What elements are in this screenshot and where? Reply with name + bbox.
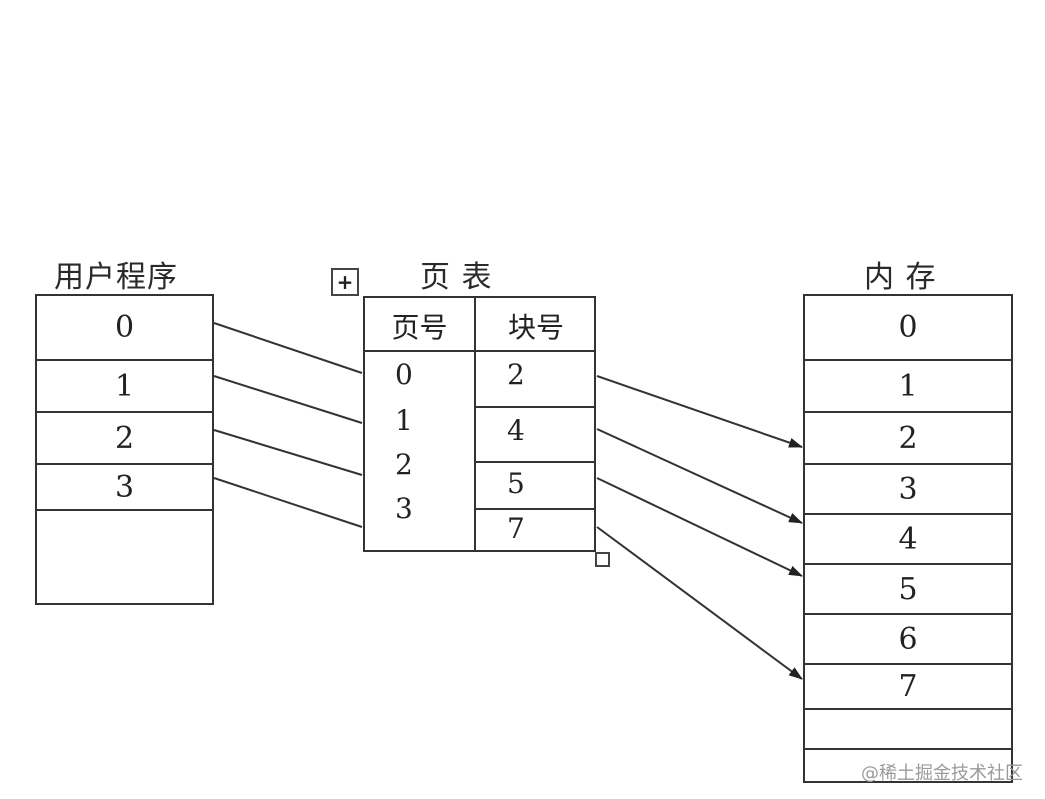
table-to-memory-arrow [596,526,803,680]
user-program-row: 1 [37,361,212,413]
resize-handle-icon[interactable] [595,552,610,567]
move-handle-icon[interactable]: + [331,268,359,296]
block-number-header: 块号 [507,311,564,344]
memory-box: 0 1 2 3 4 5 6 7 [803,294,1013,783]
memory-row: 0 [805,296,1011,361]
user-program-row: 3 [37,465,212,511]
memory-row: 5 [805,565,1011,615]
program-to-table-line [213,429,363,476]
program-to-table-line [213,375,363,424]
page-number-header: 页号 [391,311,448,344]
user-program-box: 0 1 2 3 [35,294,214,605]
user-program-row: 2 [37,413,212,465]
page-number: 2 [395,448,413,481]
memory-row: 2 [805,413,1011,465]
memory-row: 1 [805,361,1011,413]
table-to-memory-arrow [596,375,803,448]
block-number: 5 [507,467,525,500]
memory-row: 7 [805,665,1011,710]
user-program-title: 用户程序 [54,260,178,295]
page-number: 3 [395,492,413,525]
program-to-table-line [213,322,363,374]
memory-row [805,710,1011,750]
memory-row: 3 [805,465,1011,515]
memory-row: 4 [805,515,1011,565]
table-to-memory-arrow [596,428,803,524]
watermark: @稀土掘金技术社区 [861,763,1023,784]
memory-title: 内 存 [864,260,937,295]
memory-row: 6 [805,615,1011,665]
block-number: 2 [507,358,525,391]
user-program-row: 0 [37,296,212,361]
table-to-memory-arrow [596,477,803,577]
page-table-box: 页号 块号 0 1 2 3 2 4 5 7 [363,296,596,552]
page-table-title: 页 表 [420,260,493,295]
program-to-table-line [213,477,363,528]
block-number: 7 [507,512,525,545]
block-number: 4 [507,414,525,447]
page-number: 1 [395,404,413,437]
page-number: 0 [395,358,413,391]
